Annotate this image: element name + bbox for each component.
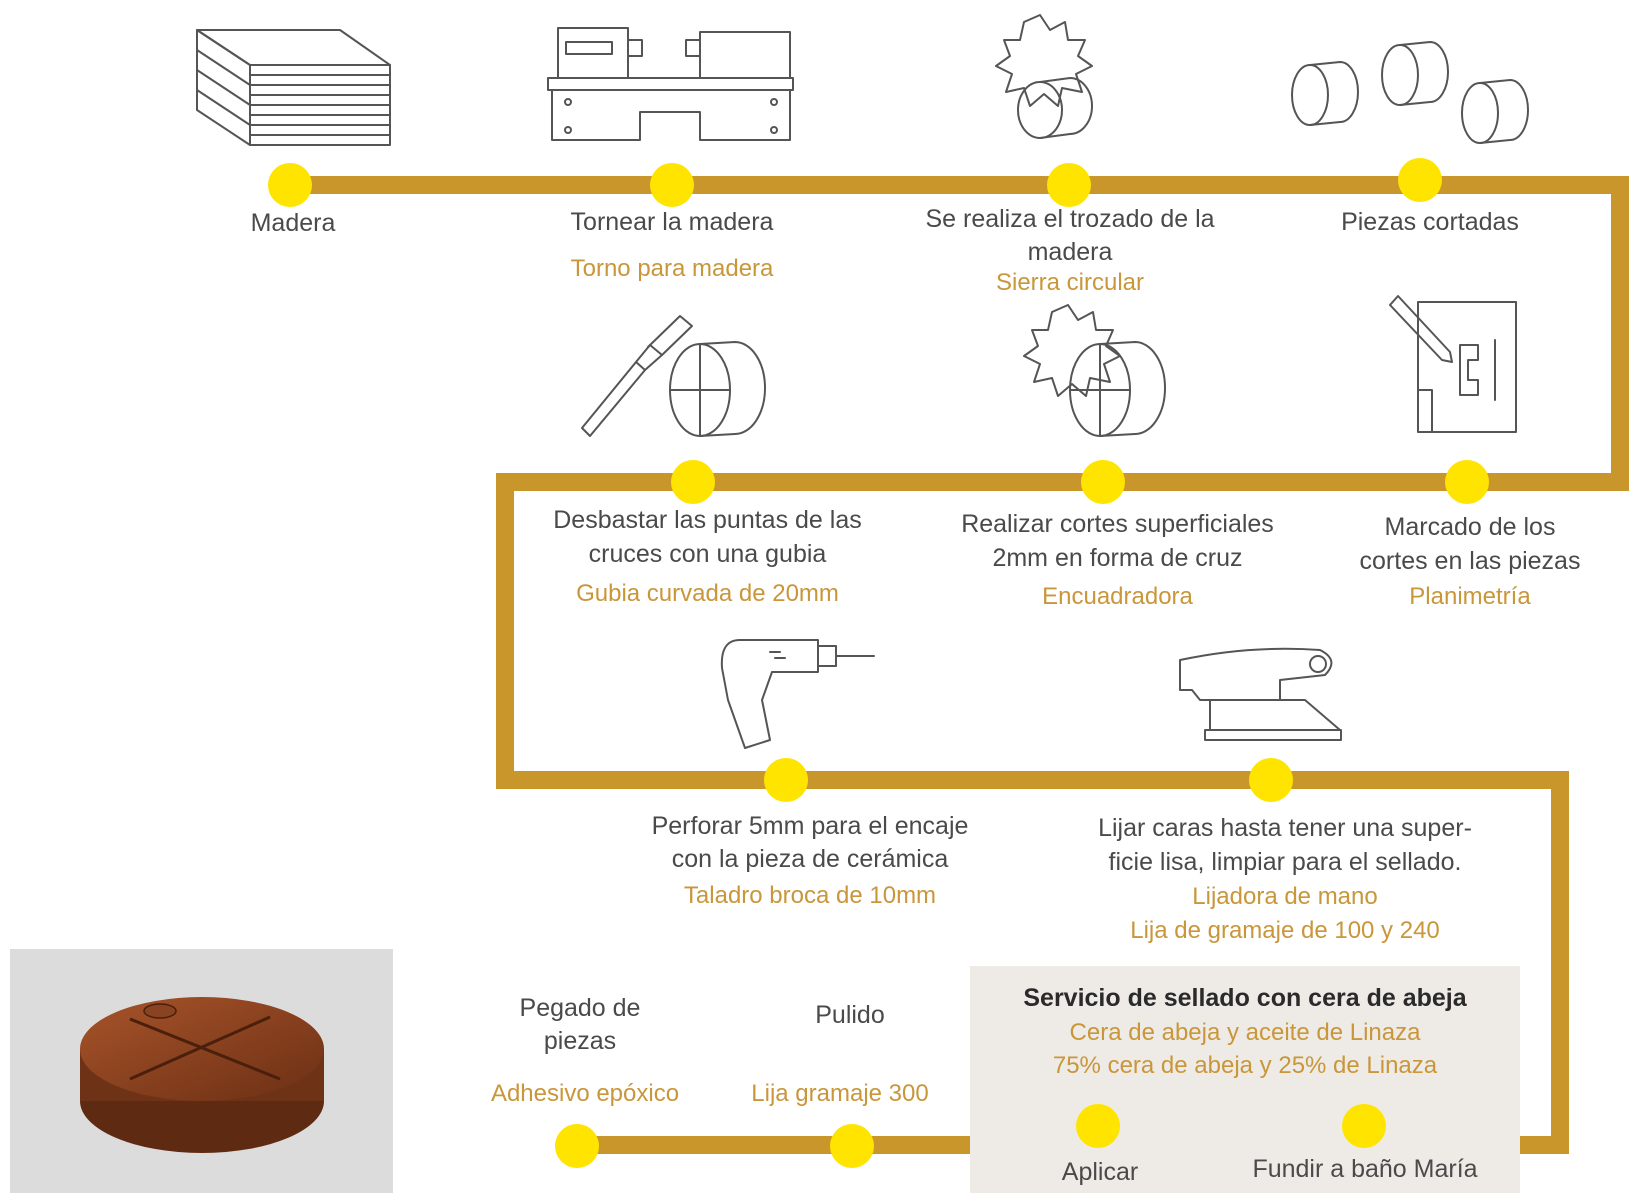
- step-9-label-line1: Lijar caras hasta tener una super-: [1098, 814, 1472, 842]
- sealing-line-2: 75% cera de abeja y 25% de Linaza: [1052, 1052, 1438, 1079]
- saw-cross-cut-icon: [1023, 304, 1166, 437]
- node-step-13: [555, 1124, 599, 1168]
- step-13-tool: Adhesivo epóxico: [490, 1080, 680, 1107]
- step-9-tool-1: Lijadora de mano: [1192, 883, 1378, 910]
- node-step-11: [1076, 1104, 1120, 1148]
- step-12-label: Pulido: [815, 1001, 885, 1029]
- blueprint-pencil-icon: [1389, 295, 1517, 433]
- step-2-tool: Torno para madera: [570, 255, 774, 282]
- cut-pieces-icon: [1291, 41, 1529, 144]
- process-path: [290, 176, 1629, 1154]
- step-2-label: Tornear la madera: [570, 208, 774, 236]
- gouge-chisel-icon: [581, 315, 766, 437]
- node-step-4: [1398, 158, 1442, 202]
- step-3-label-line2: madera: [1027, 238, 1113, 266]
- step-8-label-line2: con la pieza de cerámica: [671, 845, 949, 873]
- step-13-label-line2: piezas: [543, 1027, 617, 1055]
- step-6-label-line1: Realizar cortes superficiales: [961, 510, 1274, 538]
- step-3-label-line1: Se realiza el trozado de la: [925, 205, 1215, 233]
- hand-sander-icon: [1179, 647, 1342, 741]
- step-13-label-line1: Pegado de: [519, 994, 641, 1022]
- wooden-coaster-product-icon: [80, 997, 324, 1153]
- step-12-tool: Lija gramaje 300: [751, 1080, 929, 1107]
- step-9-label-line2: ficie lisa, limpiar para el sellado.: [1108, 848, 1462, 876]
- sealing-service-box: [970, 966, 1520, 1193]
- step-7-label-line2: cruces con una gubia: [588, 540, 827, 568]
- step-7-tool: Gubia curvada de 20mm: [576, 580, 839, 607]
- final-product-photo: [10, 949, 393, 1193]
- sealing-title: Servicio de sellado con cera de abeja: [1023, 984, 1467, 1012]
- step-8-label-line1: Perforar 5mm para el encaje: [651, 812, 969, 840]
- wood-planks-icon: [196, 29, 391, 146]
- step-6-label-line2: 2mm en forma de cruz: [992, 544, 1243, 572]
- drill-icon: [720, 639, 875, 749]
- step-7-label-line1: Desbastar las puntas de las: [553, 506, 862, 534]
- step-5-tool: Planimetría: [1409, 583, 1531, 610]
- step-5-label-line2: cortes en las piezas: [1359, 547, 1581, 575]
- step-8-tool: Taladro broca de 10mm: [683, 882, 937, 909]
- node-step-5: [1445, 460, 1489, 504]
- step-10-label: Fundir a baño María: [1252, 1155, 1478, 1183]
- step-3-tool: Sierra circular: [995, 269, 1145, 296]
- node-step-2: [650, 163, 694, 207]
- step-5-label-line1: Marcado de los: [1384, 513, 1556, 541]
- wood-lathe-icon: [547, 27, 794, 141]
- step-9-tool-2: Lija de gramaje de 100 y 240: [1130, 917, 1440, 944]
- circular-saw-log-icon: [995, 14, 1093, 139]
- node-step-3: [1047, 163, 1091, 207]
- node-step-9: [1249, 758, 1293, 802]
- node-step-8: [764, 758, 808, 802]
- sealing-line-1: Cera de abeja y aceite de Linaza: [1069, 1019, 1421, 1046]
- node-step-10: [1342, 1104, 1386, 1148]
- node-step-1: [268, 163, 312, 207]
- step-6-tool: Encuadradora: [1042, 583, 1193, 610]
- step-11-label: Aplicar: [1061, 1158, 1139, 1186]
- node-step-7: [671, 460, 715, 504]
- step-1-label: Madera: [250, 209, 336, 237]
- node-step-6: [1081, 460, 1125, 504]
- step-4-label: Piezas cortadas: [1341, 208, 1519, 236]
- node-step-12: [830, 1124, 874, 1168]
